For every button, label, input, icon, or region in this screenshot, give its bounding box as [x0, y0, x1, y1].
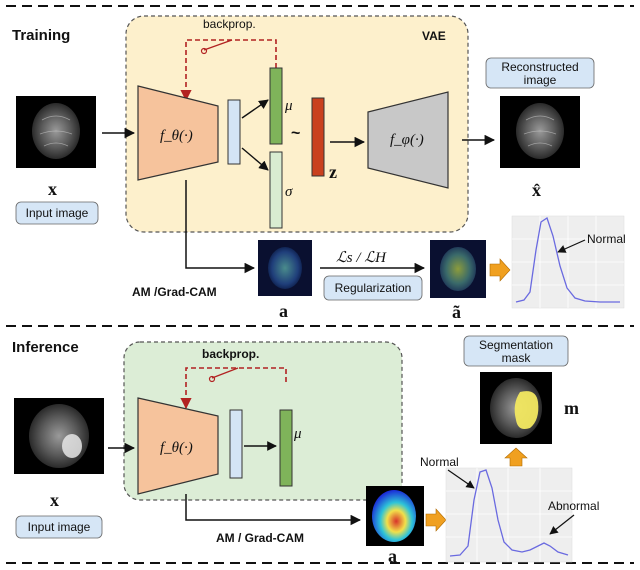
training-z-bar	[311, 97, 325, 177]
inference-seg-pill-line1: Segmentation	[479, 338, 553, 352]
inference-backprop-switch	[211, 367, 239, 379]
inference-encoder-label: f_θ(·)	[160, 440, 193, 456]
inference-input-pill	[15, 515, 103, 539]
training-mu-bar	[269, 67, 283, 145]
training-recon-pill-line1: Reconstructed	[501, 60, 578, 74]
training-am-label: AM /Grad-CAM	[132, 285, 217, 299]
inference-mu-label: μ	[293, 426, 302, 442]
inference-a-symbol: a	[388, 546, 397, 566]
training-input-pill-text: Input image	[26, 206, 89, 220]
training-recon-pill-line2: image	[524, 73, 557, 87]
training-sigma-label: σ	[285, 184, 293, 200]
vae-label: VAE	[422, 29, 446, 43]
training-orange-arrow	[489, 258, 511, 282]
training-title: Training	[12, 27, 70, 44]
inference-m-symbol: m	[564, 398, 579, 418]
inference-abnormal-pointer	[549, 514, 575, 535]
training-loss-label: ℒs / ℒH	[336, 250, 387, 266]
training-decoder	[367, 91, 449, 189]
inference-hist-curve	[449, 469, 569, 557]
training-arrow-encoder-am	[185, 180, 256, 274]
inference-seg-pill	[463, 335, 569, 367]
training-normal-label: Normal	[587, 232, 626, 246]
inference-backprop-label: backprop.	[202, 347, 259, 361]
training-tilde: ~	[291, 125, 300, 142]
inference-input-brain	[29, 404, 89, 468]
training-recon-pill	[485, 57, 595, 89]
training-arrow-to-sigma	[241, 147, 269, 171]
inference-orange-arrow	[425, 508, 447, 532]
inference-seg-mask-overlay	[514, 391, 539, 429]
vae-box	[125, 15, 469, 233]
inference-backprop-switch-node	[208, 375, 216, 383]
training-encoder	[137, 85, 219, 181]
inference-am-label: AM / Grad-CAM	[216, 531, 304, 545]
training-recon-symbol: x̂	[532, 180, 541, 200]
training-a-tilde-symbol: ã	[452, 302, 461, 322]
inference-input-symbol: x	[50, 490, 59, 510]
inference-am-brain	[372, 490, 416, 542]
training-am-brain	[268, 247, 302, 289]
inference-latent-bar	[229, 409, 243, 479]
training-backprop-switch	[203, 39, 233, 51]
inference-input-tumor	[62, 434, 82, 458]
inference-encoder	[137, 397, 219, 495]
training-sigma-bar	[269, 151, 283, 229]
training-backprop-switch-node	[200, 47, 208, 55]
inference-normal-label: Normal	[420, 455, 459, 469]
inference-title: Inference	[12, 339, 79, 356]
inference-mu-bar	[279, 409, 293, 487]
training-arrow-to-mu	[241, 99, 269, 119]
training-latent-bar	[227, 99, 241, 165]
training-mu-label: μ	[284, 98, 293, 114]
inference-input-pill-text: Input image	[28, 520, 91, 534]
training-normal-pointer	[557, 239, 586, 253]
training-a-symbol: a	[279, 301, 288, 321]
inference-backprop-path	[180, 367, 287, 410]
training-encoder-label: f_θ(·)	[160, 128, 193, 144]
training-input-symbol: x	[48, 179, 57, 199]
training-z-label: z	[329, 162, 337, 182]
training-input-pill	[15, 201, 99, 225]
inference-abnormal-label: Abnormal	[548, 499, 599, 513]
inference-arrow-encoder-am	[185, 494, 362, 526]
training-backprop-label: backprop.	[203, 17, 256, 31]
inference-seg-pill-line2: mask	[502, 351, 532, 365]
training-a-tilde-brain	[440, 247, 476, 291]
training-reg-pill	[323, 275, 423, 301]
training-reg-pill-text: Regularization	[335, 281, 412, 295]
inference-orange-arrow-up	[504, 447, 528, 467]
inference-normal-pointer	[447, 469, 475, 489]
training-decoder-label: f_φ(·)	[390, 132, 424, 148]
training-hist-curve	[515, 216, 620, 303]
